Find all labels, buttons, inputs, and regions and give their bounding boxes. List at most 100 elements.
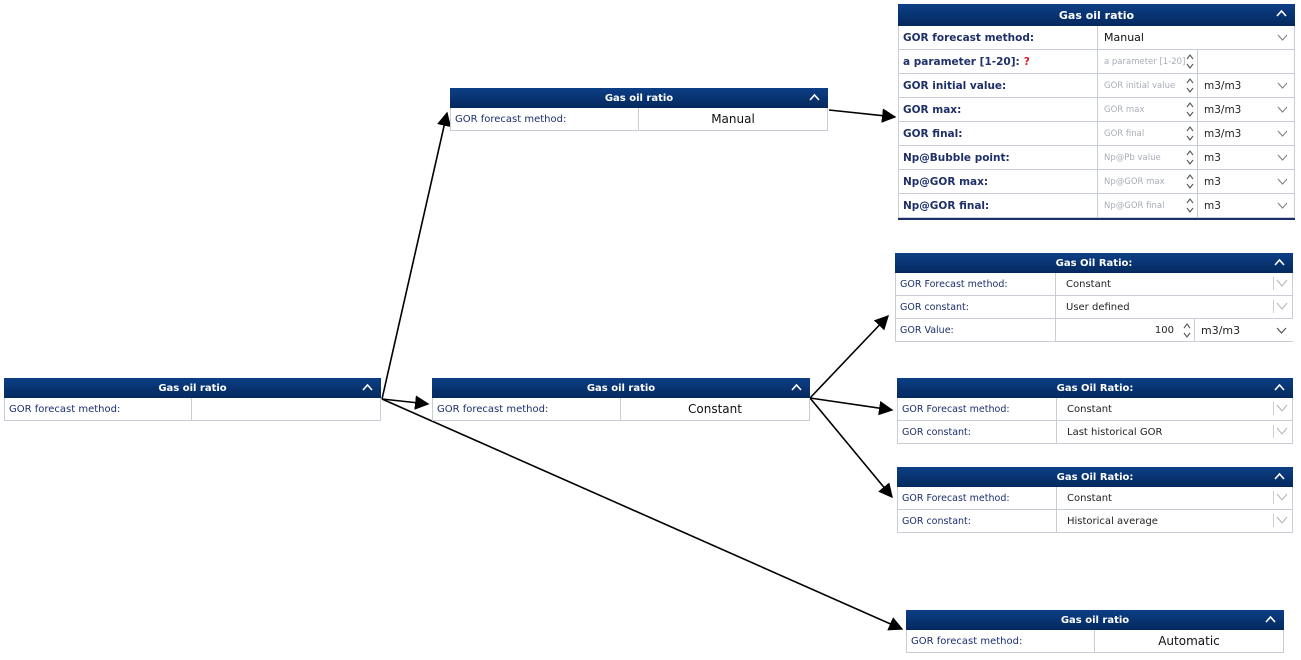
panel-header: Gas oil ratio xyxy=(432,378,810,398)
gor-constant-select[interactable]: Last historical GOR xyxy=(1057,421,1293,443)
detail-row-input[interactable]: GOR max xyxy=(1098,98,1198,121)
panel-title: Gas oil ratio xyxy=(586,382,656,394)
panel-header: Gas Oil Ratio: xyxy=(897,467,1293,487)
gor-method-select[interactable]: Constant xyxy=(621,398,810,420)
detail-row-placeholder: Np@GOR final xyxy=(1104,200,1165,211)
gor-constant-row: GOR constant: User defined xyxy=(895,296,1293,319)
gor-method-row: GOR forecast method: Constant xyxy=(432,398,810,421)
chevron-up-icon[interactable] xyxy=(1274,383,1285,392)
gor-constant-select[interactable]: Historical average xyxy=(1057,510,1293,532)
chevron-down-icon[interactable] xyxy=(1277,130,1288,137)
gor-method-label: GOR Forecast method: xyxy=(897,487,1057,509)
chevron-down-icon[interactable] xyxy=(1277,82,1288,89)
gor-method-row: GOR forecast method: xyxy=(4,398,381,421)
arrow-constant-to-user xyxy=(809,314,889,399)
gor-constant-value: Historical average xyxy=(1067,515,1158,527)
gor-method-row: GOR Forecast method: Constant xyxy=(897,487,1293,510)
gor-constant-select[interactable]: User defined xyxy=(1056,296,1293,318)
spinner-arrows-icon[interactable] xyxy=(1186,197,1194,214)
chevron-down-icon[interactable] xyxy=(1276,302,1288,310)
chevron-up-icon[interactable] xyxy=(809,93,820,102)
spinner-arrows-icon[interactable] xyxy=(1186,77,1194,94)
panel-title: Gas Oil Ratio: xyxy=(1056,471,1134,483)
gor-method-select[interactable]: Constant xyxy=(1056,273,1293,295)
chevron-down-icon[interactable] xyxy=(1277,106,1288,113)
chevron-down-icon[interactable] xyxy=(1276,493,1288,501)
chevron-down-icon[interactable] xyxy=(1277,154,1288,161)
gor-method-value: Constant xyxy=(1066,278,1111,290)
detail-row-input[interactable]: GOR initial value xyxy=(1098,74,1198,97)
gor-value-input[interactable]: 100 xyxy=(1056,319,1195,341)
spinner-arrows-icon[interactable] xyxy=(1186,149,1194,166)
detail-row-unit-select[interactable]: m3 xyxy=(1198,194,1295,217)
gor-constant-value: User defined xyxy=(1066,301,1130,313)
panel-title: Gas Oil Ratio: xyxy=(1056,382,1134,394)
detail-row-unit: m3 xyxy=(1204,151,1221,164)
spinner-arrows-icon[interactable] xyxy=(1186,53,1194,70)
detail-row-placeholder: GOR final xyxy=(1104,128,1145,139)
help-icon[interactable]: ? xyxy=(1023,55,1030,68)
chevron-down-icon[interactable] xyxy=(1276,516,1288,524)
chevron-down-icon[interactable] xyxy=(1276,427,1288,435)
chevron-down-icon[interactable] xyxy=(1276,327,1287,334)
gor-method-label: GOR forecast method: xyxy=(450,108,639,130)
detail-row-input[interactable]: Np@Pb value xyxy=(1098,146,1198,169)
detail-row-unit-select[interactable]: m3/m3 xyxy=(1198,74,1295,97)
detail-row-label: GOR initial value: xyxy=(898,74,1098,97)
chevron-down-icon[interactable] xyxy=(1276,279,1288,287)
gor-constant-row: GOR constant: Historical average xyxy=(897,510,1293,533)
arrow-root-to-manual xyxy=(381,111,452,400)
chevron-down-icon[interactable] xyxy=(1277,202,1288,209)
spinner-arrows-icon[interactable] xyxy=(1183,322,1191,339)
gor-method-select[interactable]: Constant xyxy=(1057,398,1293,420)
chevron-up-icon[interactable] xyxy=(791,383,802,392)
select-divider xyxy=(1273,425,1274,438)
gor-constant-row: GOR constant: Last historical GOR xyxy=(897,421,1293,444)
gor-constant-label: GOR constant: xyxy=(897,510,1057,532)
gor-method-label: GOR forecast method: xyxy=(432,398,621,420)
gor-method-row: GOR Forecast method: Constant xyxy=(895,273,1293,296)
panel-title: Gas Oil Ratio: xyxy=(1055,257,1133,269)
detail-row-unit-select[interactable]: m3/m3 xyxy=(1198,98,1295,121)
detail-row-unit-select[interactable]: m3/m3 xyxy=(1198,122,1295,145)
panel-header: Gas oil ratio xyxy=(450,88,828,108)
gor-method-select[interactable]: Constant xyxy=(1057,487,1293,509)
chevron-up-icon[interactable] xyxy=(1274,258,1285,267)
chevron-up-icon[interactable] xyxy=(1265,615,1276,624)
gor-method-row: GOR Forecast method: Constant xyxy=(897,398,1293,421)
gor-method-label: GOR forecast method: xyxy=(4,398,192,420)
panel-header: Gas oil ratio xyxy=(4,378,381,398)
chevron-down-icon[interactable] xyxy=(1277,34,1288,41)
chevron-down-icon[interactable] xyxy=(1276,404,1288,412)
detail-row-unit: m3/m3 xyxy=(1204,79,1242,92)
gor-method-select[interactable]: Manual xyxy=(639,108,828,130)
a-parameter-input[interactable]: a parameter [1-20] xyxy=(1098,50,1198,73)
manual-gor-panel: Gas oil ratio GOR forecast method: Manua… xyxy=(450,88,828,131)
gor-method-row: GOR forecast method: Manual xyxy=(898,26,1295,50)
panel-title: Gas oil ratio xyxy=(1058,8,1135,22)
gor-value-unit-select[interactable]: m3/m3 xyxy=(1195,319,1293,341)
chevron-up-icon[interactable] xyxy=(1274,472,1285,481)
panel-header: Gas oil ratio xyxy=(906,610,1284,630)
spinner-arrows-icon[interactable] xyxy=(1186,125,1194,142)
gor-value-label: GOR Value: xyxy=(895,319,1056,341)
detail-row-input[interactable]: GOR final xyxy=(1098,122,1198,145)
gor-method-select[interactable]: Manual xyxy=(1098,26,1295,49)
detail-row-unit-select[interactable]: m3 xyxy=(1198,170,1295,193)
chevron-down-icon[interactable] xyxy=(1277,178,1288,185)
arrow-manual-to-detail xyxy=(828,108,897,123)
detail-row-input[interactable]: Np@GOR final xyxy=(1098,194,1198,217)
gor-method-select[interactable] xyxy=(192,398,381,420)
gor-method-select[interactable]: Automatic xyxy=(1095,630,1284,652)
chevron-up-icon[interactable] xyxy=(362,383,373,392)
spinner-arrows-icon[interactable] xyxy=(1186,101,1194,118)
panel-title: Gas oil ratio xyxy=(1060,614,1130,626)
chevron-up-icon[interactable] xyxy=(1276,9,1287,18)
detail-row-input[interactable]: Np@GOR max xyxy=(1098,170,1198,193)
gor-constant-label: GOR constant: xyxy=(897,421,1057,443)
detail-row-unit-select[interactable]: m3 xyxy=(1198,146,1295,169)
spinner-arrows-icon[interactable] xyxy=(1186,173,1194,190)
